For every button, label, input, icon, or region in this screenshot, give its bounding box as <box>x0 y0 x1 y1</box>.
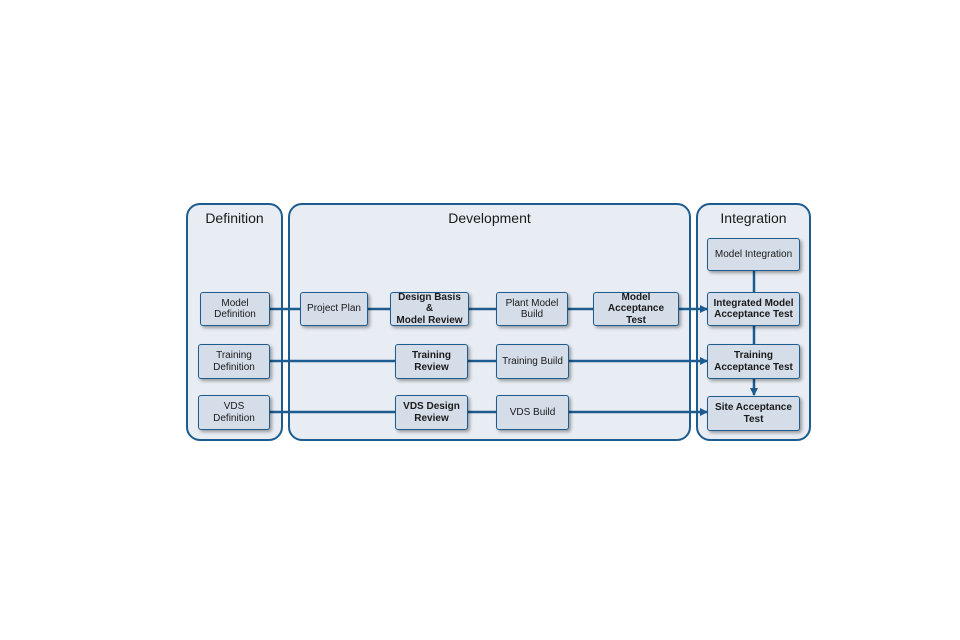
box-integrated-model-acceptance-test: Integrated Model Acceptance Test <box>707 292 800 326</box>
box-training-definition: Training Definition <box>198 344 270 379</box>
box-model-definition: Model Definition <box>200 292 270 326</box>
box-training-acceptance-test: Training Acceptance Test <box>707 344 800 379</box>
box-training-build: Training Build <box>496 344 569 379</box>
box-training-review: Training Review <box>395 344 468 379</box>
box-vds-design-review: VDS Design Review <box>395 395 468 430</box>
box-site-acceptance-test: Site Acceptance Test <box>707 396 800 431</box>
box-model-acceptance-test: Model Acceptance Test <box>593 292 679 326</box>
development-title: Development <box>448 210 531 226</box>
box-vds-build: VDS Build <box>496 395 569 430</box>
box-plant-model-build: Plant Model Build <box>496 292 568 326</box>
box-design-basis-model-review: Design Basis & Model Review <box>390 292 469 326</box>
box-project-plan: Project Plan <box>300 292 368 326</box>
definition-title: Definition <box>205 210 264 226</box>
integration-title: Integration <box>720 210 787 226</box>
box-vds-definition: VDS Definition <box>198 395 270 430</box>
box-model-integration: Model Integration <box>707 238 800 271</box>
